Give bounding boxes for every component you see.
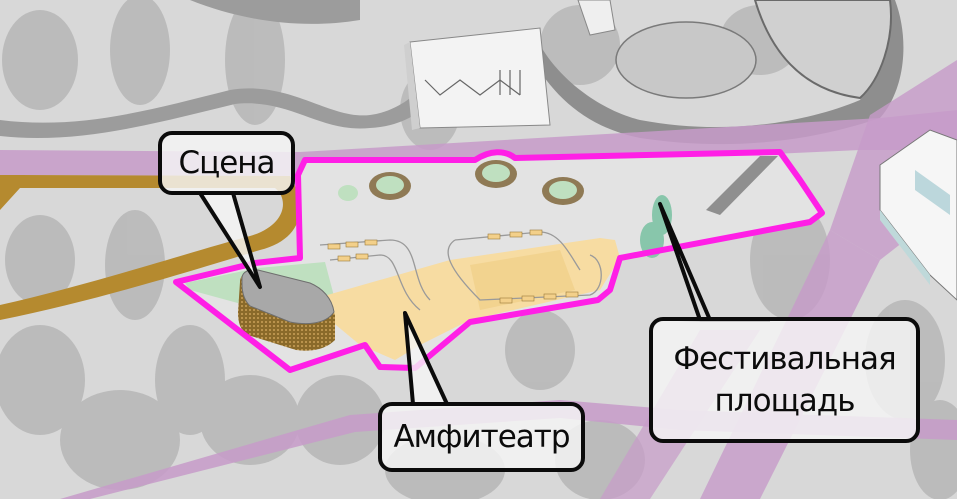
playground-area [753, 0, 892, 100]
office-building-facade [880, 210, 930, 285]
callout-stage: Сцена [158, 131, 295, 195]
pavilion-side [404, 42, 420, 130]
small-building [577, 0, 616, 36]
footpath [0, 55, 480, 139]
benches [327, 229, 579, 304]
swings [424, 70, 521, 96]
callout-festival-square-line1: Фестивальная [673, 341, 896, 377]
callout-festival-square: Фестивальная площадь [649, 317, 920, 443]
site-boundary-outline [173, 149, 825, 373]
tree-planters [338, 160, 584, 205]
callout-amphitheater-label: Амфитеатр [393, 419, 570, 455]
callout-amphitheater: Амфитеатр [378, 402, 585, 472]
footpath [190, 0, 360, 24]
callout-stage-label: Сцена [178, 145, 275, 181]
playground-area [615, 21, 757, 99]
pavilion-building [409, 27, 551, 129]
callout-festival-square-line2: площадь [714, 383, 856, 419]
office-window [915, 170, 950, 215]
ramp [706, 156, 778, 215]
